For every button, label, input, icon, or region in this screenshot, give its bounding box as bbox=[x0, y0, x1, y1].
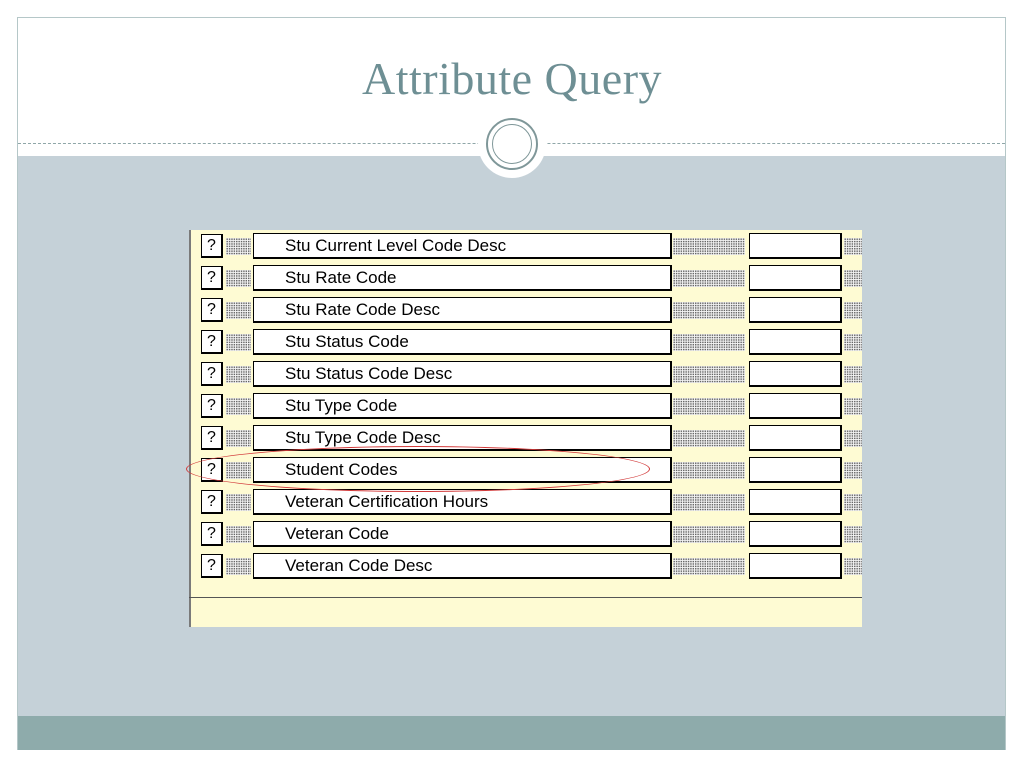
attribute-value-field[interactable] bbox=[749, 553, 842, 579]
attribute-row-highlighted: ? Student Codes bbox=[189, 454, 862, 486]
attribute-value-field[interactable] bbox=[749, 265, 842, 291]
attribute-name-button[interactable]: Veteran Code Desc bbox=[253, 553, 672, 579]
row-handle bbox=[226, 558, 251, 575]
row-end-handle bbox=[844, 430, 862, 447]
row-separator bbox=[673, 462, 745, 479]
attribute-value-field[interactable] bbox=[749, 457, 842, 483]
row-separator bbox=[673, 366, 745, 383]
attribute-name-button[interactable]: Stu Type Code Desc bbox=[253, 425, 672, 451]
attribute-value-field[interactable] bbox=[749, 521, 842, 547]
attribute-row: ? Stu Rate Code bbox=[189, 262, 862, 294]
footer-band bbox=[18, 716, 1005, 750]
row-separator bbox=[673, 430, 745, 447]
double-circle-icon bbox=[486, 118, 538, 170]
attribute-row: ? Veteran Certification Hours bbox=[189, 486, 862, 518]
attribute-row: ? Stu Type Code Desc bbox=[189, 422, 862, 454]
row-separator bbox=[673, 494, 745, 511]
attribute-value-field[interactable] bbox=[749, 489, 842, 515]
attribute-query-panel: ? Stu Current Level Code Desc ? Stu Rate… bbox=[189, 230, 862, 627]
row-end-handle bbox=[844, 558, 862, 575]
row-handle bbox=[226, 462, 251, 479]
row-end-handle bbox=[844, 526, 862, 543]
row-handle bbox=[226, 366, 251, 383]
attribute-row: ? Stu Status Code bbox=[189, 326, 862, 358]
row-handle bbox=[226, 494, 251, 511]
slide-title: Attribute Query bbox=[361, 53, 663, 104]
row-end-handle bbox=[844, 366, 862, 383]
question-mark-icon[interactable]: ? bbox=[201, 554, 223, 578]
row-separator bbox=[673, 398, 745, 415]
question-mark-icon[interactable]: ? bbox=[201, 362, 223, 386]
row-separator bbox=[673, 558, 745, 575]
attribute-name-button[interactable]: Stu Rate Code Desc bbox=[253, 297, 672, 323]
attribute-row: ? Stu Rate Code Desc bbox=[189, 294, 862, 326]
row-handle bbox=[226, 238, 251, 255]
row-handle bbox=[226, 398, 251, 415]
question-mark-icon[interactable]: ? bbox=[201, 490, 223, 514]
row-handle bbox=[226, 334, 251, 351]
row-end-handle bbox=[844, 302, 862, 319]
attribute-value-field[interactable] bbox=[749, 233, 842, 259]
question-mark-icon[interactable]: ? bbox=[201, 298, 223, 322]
attribute-name-button[interactable]: Stu Type Code bbox=[253, 393, 672, 419]
panel-left-edge bbox=[189, 230, 191, 627]
attribute-row: ? Stu Current Level Code Desc bbox=[189, 230, 862, 262]
attribute-row: ? Stu Type Code bbox=[189, 390, 862, 422]
question-mark-icon[interactable]: ? bbox=[201, 426, 223, 450]
row-handle bbox=[226, 526, 251, 543]
row-end-handle bbox=[844, 270, 862, 287]
row-end-handle bbox=[844, 398, 862, 415]
attribute-name-button[interactable]: Veteran Certification Hours bbox=[253, 489, 672, 515]
attribute-row: ? Stu Status Code Desc bbox=[189, 358, 862, 390]
attribute-name-button[interactable]: Stu Status Code bbox=[253, 329, 672, 355]
attribute-name-button[interactable]: Student Codes bbox=[253, 457, 672, 483]
attribute-row: ? Veteran Code Desc bbox=[189, 550, 862, 582]
attribute-value-field[interactable] bbox=[749, 361, 842, 387]
question-mark-icon[interactable]: ? bbox=[201, 522, 223, 546]
question-mark-icon[interactable]: ? bbox=[201, 330, 223, 354]
row-separator bbox=[673, 526, 745, 543]
question-mark-icon[interactable]: ? bbox=[201, 266, 223, 290]
row-handle bbox=[226, 270, 251, 287]
row-handle bbox=[226, 430, 251, 447]
row-handle bbox=[226, 302, 251, 319]
attribute-row: ? Veteran Code bbox=[189, 518, 862, 550]
row-end-handle bbox=[844, 462, 862, 479]
row-separator bbox=[673, 334, 745, 351]
attribute-value-field[interactable] bbox=[749, 425, 842, 451]
row-end-handle bbox=[844, 238, 862, 255]
row-end-handle bbox=[844, 334, 862, 351]
attribute-value-field[interactable] bbox=[749, 297, 842, 323]
row-end-handle bbox=[844, 494, 862, 511]
attribute-name-button[interactable]: Stu Rate Code bbox=[253, 265, 672, 291]
attribute-name-button[interactable]: Veteran Code bbox=[253, 521, 672, 547]
panel-bottom-rule bbox=[189, 597, 862, 598]
row-separator bbox=[673, 238, 745, 255]
row-separator bbox=[673, 302, 745, 319]
row-separator bbox=[673, 270, 745, 287]
question-mark-icon[interactable]: ? bbox=[201, 394, 223, 418]
question-mark-icon[interactable]: ? bbox=[201, 458, 223, 482]
attribute-name-button[interactable]: Stu Current Level Code Desc bbox=[253, 233, 672, 259]
question-mark-icon[interactable]: ? bbox=[201, 234, 223, 258]
attribute-value-field[interactable] bbox=[749, 393, 842, 419]
attribute-value-field[interactable] bbox=[749, 329, 842, 355]
attribute-name-button[interactable]: Stu Status Code Desc bbox=[253, 361, 672, 387]
